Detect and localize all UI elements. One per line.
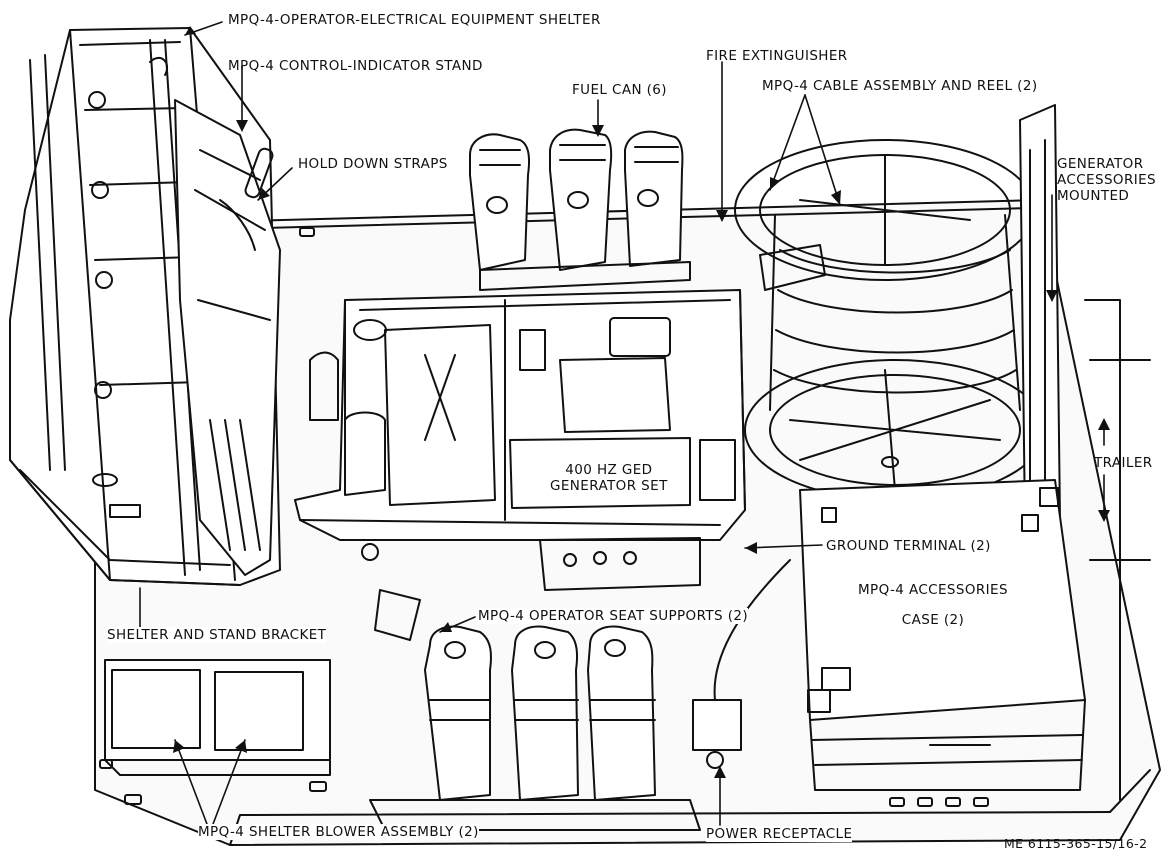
label-generator-set-line1: 400 HZ GED xyxy=(565,462,653,478)
label-hold-down-straps: HOLD DOWN STRAPS xyxy=(298,156,448,172)
label-accessories-case: MPQ-4 ACCESSORIES CASE (2) xyxy=(858,575,1008,635)
label-seat-supports: MPQ-4 OPERATOR SEAT SUPPORTS (2) xyxy=(478,608,749,624)
label-ground-terminal: GROUND TERMINAL (2) xyxy=(826,538,991,554)
label-trailer: TRAILER xyxy=(1094,455,1153,471)
label-generator-set-line2: GENERATOR SET xyxy=(550,478,668,494)
label-fire-extinguisher: FIRE EXTINGUISHER xyxy=(706,48,848,64)
shelter-blowers xyxy=(104,659,331,776)
generator-accessories xyxy=(1019,104,1061,526)
label-control-stand: MPQ-4 CONTROL-INDICATOR STAND xyxy=(228,58,483,74)
label-generator-accessories-line1: GENERATOR xyxy=(1057,156,1144,172)
seat-support xyxy=(374,589,421,641)
label-generator-accessories: GENERATOR ACCESSORIES MOUNTED xyxy=(1057,156,1156,204)
power-receptacle-box xyxy=(692,559,791,769)
label-shelter-blower: MPQ-4 SHELTER BLOWER ASSEMBLY (2) xyxy=(198,824,479,840)
label-accessories-case-line2: CASE (2) xyxy=(901,612,965,628)
fuel-cans-top xyxy=(469,128,691,291)
arrowheads xyxy=(173,26,1110,778)
label-power-receptacle: POWER RECEPTACLE xyxy=(706,826,853,842)
label-generator-accessories-line3: MOUNTED xyxy=(1057,188,1130,204)
label-cable-reel: MPQ-4 CABLE ASSEMBLY AND REEL (2) xyxy=(762,78,1038,94)
cable-reel xyxy=(734,139,1046,501)
fuel-cans-bottom xyxy=(369,625,701,831)
control-indicator-stand xyxy=(174,99,281,576)
label-accessories-case-line1: MPQ-4 ACCESSORIES xyxy=(858,582,1008,598)
label-shelter: MPQ-4-OPERATOR-ELECTRICAL EQUIPMENT SHEL… xyxy=(228,12,601,28)
label-generator-set: 400 HZ GED GENERATOR SET xyxy=(548,462,670,494)
label-shelter-stand-bracket: SHELTER AND STAND BRACKET xyxy=(107,627,327,643)
label-generator-accessories-line2: ACCESSORIES xyxy=(1057,172,1157,188)
figure-id: ME 6115-365-15/16-2 xyxy=(1004,836,1148,851)
label-fuel-can: FUEL CAN (6) xyxy=(572,82,667,98)
